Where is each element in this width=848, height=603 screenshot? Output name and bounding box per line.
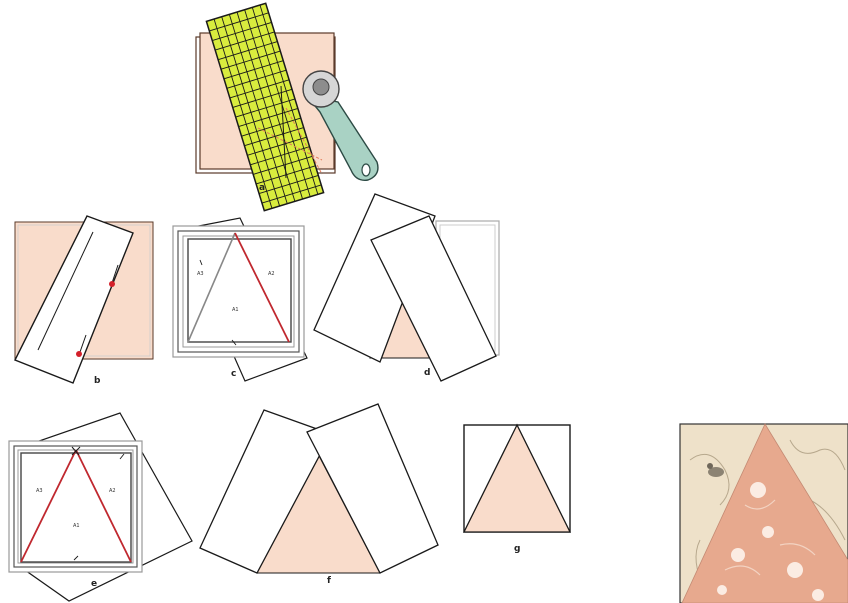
piece-a3-label: A3 [36, 488, 43, 494]
piece-a1-label: A1 [232, 307, 239, 313]
step-b-marking: b [15, 216, 153, 386]
piece-a1-label: A1 [73, 523, 80, 529]
step-c-label: c [231, 369, 236, 379]
step-c-template: A3 A2 A1 c [173, 218, 307, 381]
step-a-cutting: a [196, 3, 378, 210]
step-f-label: f [327, 576, 331, 586]
finished-block-photo [680, 424, 848, 603]
piece-a3-label: A3 [197, 271, 204, 277]
step-a-label: a [259, 183, 265, 193]
step-b-label: b [94, 376, 101, 386]
step-e-template: A3 A2 A1 e [9, 413, 192, 601]
step-e-label: e [91, 579, 97, 589]
step-g-finished: g [464, 425, 570, 554]
step-f-strips: f [200, 404, 438, 586]
piece-a2-label: A2 [109, 488, 116, 494]
step-d-strips: d [314, 194, 499, 381]
piece-a2-label: A2 [268, 271, 275, 277]
step-d-label: d [424, 368, 430, 378]
step-g-label: g [514, 544, 520, 554]
